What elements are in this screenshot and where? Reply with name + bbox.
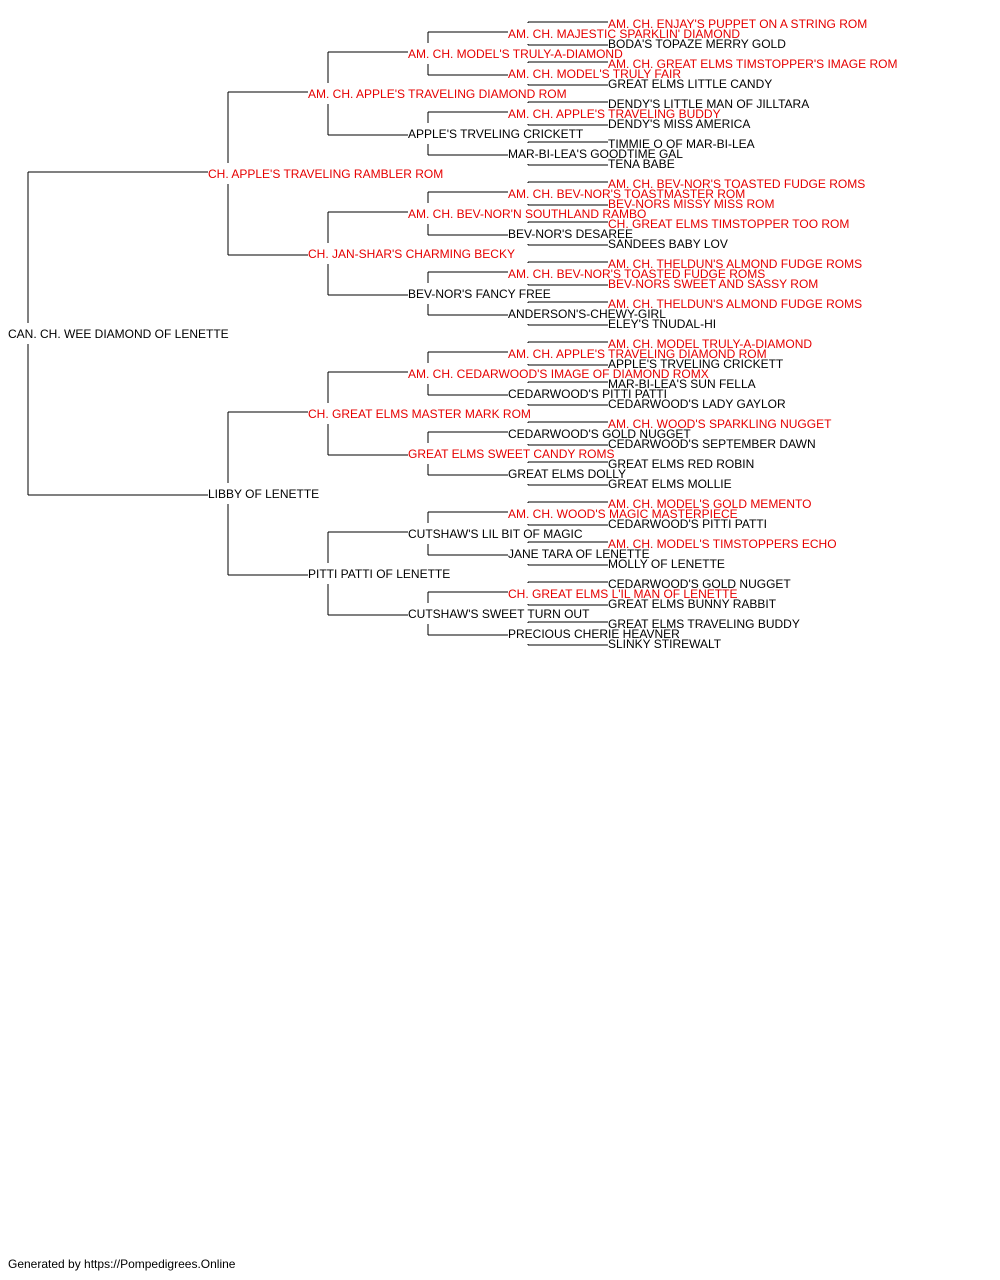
ancestor-gen5-bev-nors-sweet-and-sassy-rom: BEV-NORS SWEET AND SASSY ROM — [608, 277, 818, 291]
ancestor-gen5-mar-bi-lea-s-sun-fella: MAR-BI-LEA'S SUN FELLA — [608, 377, 756, 391]
ancestor-gen4-mar-bi-lea-s-goodtime-gal: MAR-BI-LEA'S GOODTIME GAL — [508, 147, 683, 161]
ancestor-gen4-anderson-s-chewy-girl: ANDERSON'S-CHEWY-GIRL — [508, 307, 666, 321]
ancestor-gen3-bev-nor-s-fancy-free: BEV-NOR'S FANCY FREE — [408, 287, 551, 301]
ancestor-gen5-am-ch-great-elms-timstopper-s-image-rom: AM. CH. GREAT ELMS TIMSTOPPER'S IMAGE RO… — [608, 57, 897, 71]
ancestor-gen4-cedarwood-s-gold-nugget: CEDARWOOD'S GOLD NUGGET — [508, 427, 691, 441]
ancestor-gen4-am-ch-majestic-sparklin-diamond: AM. CH. MAJESTIC SPARKLIN' DIAMOND — [508, 27, 740, 41]
ancestor-gen5-am-ch-model-s-gold-memento: AM. CH. MODEL'S GOLD MEMENTO — [608, 497, 811, 511]
ancestor-gen5-tena-babe: TENA BABE — [608, 157, 675, 171]
ancestor-gen2-am-ch-apple-s-traveling-diamond-rom: AM. CH. APPLE'S TRAVELING DIAMOND ROM — [308, 87, 567, 101]
ancestor-gen3-great-elms-sweet-candy-roms: GREAT ELMS SWEET CANDY ROMS — [408, 447, 614, 461]
ancestor-gen5-great-elms-traveling-buddy: GREAT ELMS TRAVELING BUDDY — [608, 617, 800, 631]
ancestor-gen5-am-ch-wood-s-sparkling-nugget: AM. CH. WOOD'S SPARKLING NUGGET — [608, 417, 832, 431]
ancestor-gen4-jane-tara-of-lenette: JANE TARA OF LENETTE — [508, 547, 650, 561]
ancestor-gen5-great-elms-little-candy: GREAT ELMS LITTLE CANDY — [608, 77, 772, 91]
ancestor-gen4-am-ch-apple-s-traveling-buddy: AM. CH. APPLE'S TRAVELING BUDDY — [508, 107, 721, 121]
ancestor-gen4-bev-nor-s-desaree: BEV-NOR'S DESAREE — [508, 227, 633, 241]
ancestor-gen4-am-ch-bev-nor-s-toasted-fudge-roms: AM. CH. BEV-NOR'S TOASTED FUDGE ROMS — [508, 267, 765, 281]
ancestor-gen5-apple-s-trveling-crickett: APPLE'S TRVELING CRICKETT — [608, 357, 784, 371]
ancestor-gen5-cedarwood-s-september-dawn: CEDARWOOD'S SEPTEMBER DAWN — [608, 437, 816, 451]
ancestor-gen4-cedarwood-s-pitti-patti: CEDARWOOD'S PITTI PATTI — [508, 387, 667, 401]
ancestor-gen3-am-ch-model-s-truly-a-diamond: AM. CH. MODEL'S TRULY-A-DIAMOND — [408, 47, 623, 61]
ancestor-gen4-great-elms-dolly: GREAT ELMS DOLLY — [508, 467, 626, 481]
ancestor-gen1-libby-of-lenette: LIBBY OF LENETTE — [208, 487, 319, 501]
ancestor-gen5-am-ch-enjay-s-puppet-on-a-string-rom: AM. CH. ENJAY'S PUPPET ON A STRING ROM — [608, 17, 867, 31]
ancestor-gen5-cedarwood-s-gold-nugget: CEDARWOOD'S GOLD NUGGET — [608, 577, 791, 591]
ancestor-gen2-ch-great-elms-master-mark-rom: CH. GREAT ELMS MASTER MARK ROM — [308, 407, 531, 421]
ancestor-gen5-am-ch-bev-nor-s-toasted-fudge-roms: AM. CH. BEV-NOR'S TOASTED FUDGE ROMS — [608, 177, 865, 191]
ancestor-gen5-great-elms-red-robin: GREAT ELMS RED ROBIN — [608, 457, 754, 471]
ancestor-gen5-dendy-s-little-man-of-jilltara: DENDY'S LITTLE MAN OF JILLTARA — [608, 97, 809, 111]
ancestor-gen5-eley-s-tnudal-hi: ELEY'S TNUDAL-HI — [608, 317, 716, 331]
ancestor-gen4-am-ch-model-s-truly-fair: AM. CH. MODEL'S TRULY FAIR — [508, 67, 681, 81]
ancestor-gen3-am-ch-bev-nor-n-southland-rambo: AM. CH. BEV-NOR'N SOUTHLAND RAMBO — [408, 207, 646, 221]
ancestor-gen2-ch-jan-shar-s-charming-becky: CH. JAN-SHAR'S CHARMING BECKY — [308, 247, 515, 261]
ancestor-gen5-cedarwood-s-pitti-patti: CEDARWOOD'S PITTI PATTI — [608, 517, 767, 531]
ancestor-gen5-sandees-baby-lov: SANDEES BABY LOV — [608, 237, 728, 251]
ancestor-gen5-am-ch-model-truly-a-diamond: AM. CH. MODEL TRULY-A-DIAMOND — [608, 337, 812, 351]
ancestor-gen3-cutshaw-s-sweet-turn-out: CUTSHAW'S SWEET TURN OUT — [408, 607, 590, 621]
ancestor-gen4-precious-cherie-heavner: PRECIOUS CHERIE HEAVNER — [508, 627, 680, 641]
ancestor-gen5-bev-nors-missy-miss-rom: BEV-NORS MISSY MISS ROM — [608, 197, 774, 211]
ancestor-gen5-molly-of-lenette: MOLLY OF LENETTE — [608, 557, 725, 571]
ancestor-gen5-timmie-o-of-mar-bi-lea: TIMMIE O OF MAR-BI-LEA — [608, 137, 755, 151]
ancestor-gen5-slinky-stirewalt: SLINKY STIREWALT — [608, 637, 722, 651]
ancestor-gen4-am-ch-wood-s-magic-masterpiece: AM. CH. WOOD'S MAGIC MASTERPIECE — [508, 507, 738, 521]
ancestor-gen3-apple-s-trveling-crickett: APPLE'S TRVELING CRICKETT — [408, 127, 584, 141]
ancestor-gen2-pitti-patti-of-lenette: PITTI PATTI OF LENETTE — [308, 567, 450, 581]
generated-by-footer: Generated by https://Pompedigrees.Online — [8, 1257, 236, 1271]
ancestor-gen5-boda-s-topaze-merry-gold: BODA'S TOPAZE MERRY GOLD — [608, 37, 786, 51]
ancestor-gen4-ch-great-elms-l-il-man-of-lenette: CH. GREAT ELMS L'IL MAN OF LENETTE — [508, 587, 737, 601]
ancestor-gen5-great-elms-bunny-rabbit: GREAT ELMS BUNNY RABBIT — [608, 597, 777, 611]
subject-name-can-ch-wee-diamond-of-lenette: CAN. CH. WEE DIAMOND OF LENETTE — [8, 327, 229, 341]
ancestor-gen4-am-ch-bev-nor-s-toastmaster-rom: AM. CH. BEV-NOR'S TOASTMASTER ROM — [508, 187, 745, 201]
ancestor-gen5-great-elms-mollie: GREAT ELMS MOLLIE — [608, 477, 732, 491]
ancestor-gen3-cutshaw-s-lil-bit-of-magic: CUTSHAW'S LIL BIT OF MAGIC — [408, 527, 583, 541]
ancestor-gen4-am-ch-apple-s-traveling-diamond-rom: AM. CH. APPLE'S TRAVELING DIAMOND ROM — [508, 347, 767, 361]
ancestor-gen5-cedarwood-s-lady-gaylor: CEDARWOOD'S LADY GAYLOR — [608, 397, 786, 411]
ancestor-gen5-am-ch-model-s-timstoppers-echo: AM. CH. MODEL'S TIMSTOPPERS ECHO — [608, 537, 837, 551]
ancestor-gen5-dendy-s-miss-america: DENDY'S MISS AMERICA — [608, 117, 750, 131]
ancestor-gen5-am-ch-theldun-s-almond-fudge-roms: AM. CH. THELDUN'S ALMOND FUDGE ROMS — [608, 257, 862, 271]
ancestor-gen3-am-ch-cedarwood-s-image-of-diamond-romx: AM. CH. CEDARWOOD'S IMAGE OF DIAMOND ROM… — [408, 367, 709, 381]
ancestor-gen5-am-ch-theldun-s-almond-fudge-roms: AM. CH. THELDUN'S ALMOND FUDGE ROMS — [608, 297, 862, 311]
ancestor-gen1-ch-apple-s-traveling-rambler-rom: CH. APPLE'S TRAVELING RAMBLER ROM — [208, 167, 443, 181]
ancestor-gen5-ch-great-elms-timstopper-too-rom: CH. GREAT ELMS TIMSTOPPER TOO ROM — [608, 217, 849, 231]
